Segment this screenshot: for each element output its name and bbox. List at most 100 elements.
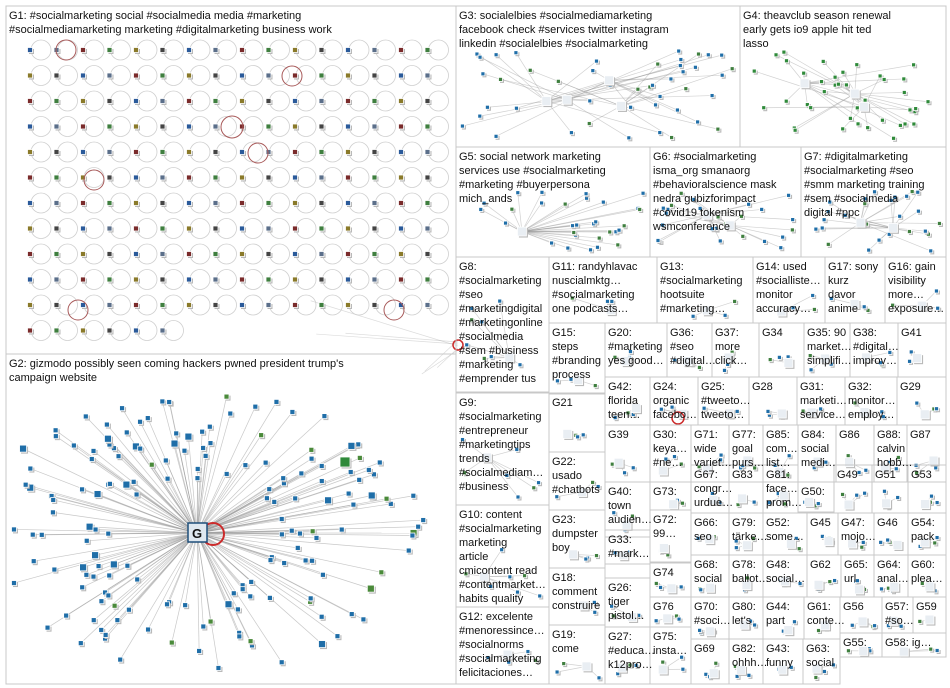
g2-node[interactable] (70, 442, 77, 449)
g1-node[interactable] (318, 225, 325, 232)
network-node[interactable] (816, 628, 821, 633)
network-node[interactable] (762, 239, 767, 244)
network-node[interactable] (925, 99, 931, 105)
network-node[interactable] (741, 540, 752, 551)
g1-node[interactable] (424, 251, 431, 257)
network-node[interactable] (628, 349, 633, 354)
network-node[interactable] (695, 119, 701, 125)
g1-node[interactable] (159, 149, 166, 155)
g2-node[interactable] (318, 463, 325, 469)
g1-node[interactable] (265, 149, 272, 155)
g1-node[interactable] (424, 72, 431, 79)
network-node[interactable] (852, 400, 858, 406)
network-node[interactable] (561, 94, 572, 105)
network-node[interactable] (777, 354, 782, 360)
g2-node[interactable] (79, 486, 85, 493)
network-node[interactable] (485, 655, 491, 660)
network-node[interactable] (460, 437, 465, 442)
g1-node[interactable] (371, 200, 378, 206)
g1-node[interactable] (292, 225, 298, 232)
g2-node[interactable] (307, 595, 314, 602)
network-node[interactable] (573, 375, 583, 386)
g2-node[interactable] (308, 446, 315, 453)
network-node[interactable] (485, 104, 490, 110)
g2-node[interactable] (194, 475, 201, 482)
network-node[interactable] (808, 367, 814, 373)
network-node[interactable] (746, 672, 752, 678)
g1-node[interactable] (186, 47, 192, 53)
g1-node[interactable] (318, 149, 325, 155)
network-node[interactable] (678, 190, 684, 196)
network-node[interactable] (554, 494, 560, 500)
network-node[interactable] (469, 317, 475, 323)
network-node[interactable] (581, 661, 592, 672)
g2-node[interactable] (365, 467, 372, 473)
g1-node[interactable] (80, 174, 86, 181)
g1-node[interactable] (212, 98, 219, 104)
network-node[interactable] (878, 360, 883, 366)
network-node[interactable] (662, 613, 673, 624)
g1-node[interactable] (27, 149, 33, 155)
network-node[interactable] (702, 305, 712, 316)
g2-node[interactable] (182, 602, 189, 609)
network-node[interactable] (902, 121, 908, 127)
network-node[interactable] (594, 58, 599, 64)
g2-node[interactable] (409, 532, 416, 539)
g1-node[interactable] (106, 251, 113, 257)
g2-node[interactable] (19, 444, 27, 453)
network-node[interactable] (880, 414, 886, 420)
network-node[interactable] (625, 410, 631, 416)
g1-node[interactable] (318, 47, 325, 53)
network-node[interactable] (630, 465, 636, 471)
g2-node[interactable] (52, 427, 59, 434)
g1-node[interactable] (265, 251, 272, 257)
network-node[interactable] (893, 466, 899, 472)
g1-node[interactable] (265, 72, 272, 79)
g1-node[interactable] (106, 47, 113, 53)
network-node[interactable] (861, 352, 871, 363)
network-node[interactable] (860, 540, 866, 545)
network-node[interactable] (928, 646, 934, 652)
network-node[interactable] (897, 213, 903, 219)
network-node[interactable] (724, 408, 735, 419)
g1-node[interactable] (80, 225, 86, 232)
network-node[interactable] (637, 207, 643, 212)
g1-node[interactable] (345, 47, 351, 53)
network-node[interactable] (562, 201, 568, 207)
network-node[interactable] (778, 490, 789, 501)
network-node[interactable] (536, 480, 541, 486)
g2-node[interactable] (194, 466, 201, 472)
network-node[interactable] (493, 52, 499, 58)
g1-node[interactable] (186, 200, 192, 206)
network-node[interactable] (859, 544, 865, 550)
network-node[interactable] (705, 626, 715, 637)
g2-node[interactable] (51, 566, 58, 573)
g1-node[interactable] (424, 174, 431, 181)
network-node[interactable] (879, 586, 884, 592)
network-node[interactable] (480, 71, 486, 77)
g1-node[interactable] (345, 276, 351, 283)
network-node[interactable] (474, 51, 480, 57)
network-node[interactable] (820, 620, 830, 631)
network-node[interactable] (807, 353, 813, 359)
g2-node[interactable] (137, 418, 143, 425)
network-node[interactable] (786, 453, 792, 459)
network-node[interactable] (878, 539, 884, 545)
g1-node[interactable] (53, 225, 60, 232)
network-node[interactable] (848, 115, 853, 121)
network-node[interactable] (796, 546, 802, 552)
network-node[interactable] (820, 59, 826, 64)
network-node[interactable] (680, 500, 685, 506)
network-node[interactable] (919, 409, 930, 420)
network-node[interactable] (677, 63, 683, 68)
g2-node[interactable] (278, 516, 285, 522)
network-node[interactable] (765, 409, 771, 414)
g1-node[interactable] (292, 72, 298, 79)
g1-node[interactable] (212, 200, 219, 206)
network-node[interactable] (658, 406, 664, 412)
network-node[interactable] (785, 472, 791, 478)
g2-node[interactable] (134, 576, 141, 583)
g1-node[interactable] (265, 98, 272, 104)
g2-node[interactable] (360, 616, 367, 623)
g1-node[interactable] (80, 123, 86, 130)
